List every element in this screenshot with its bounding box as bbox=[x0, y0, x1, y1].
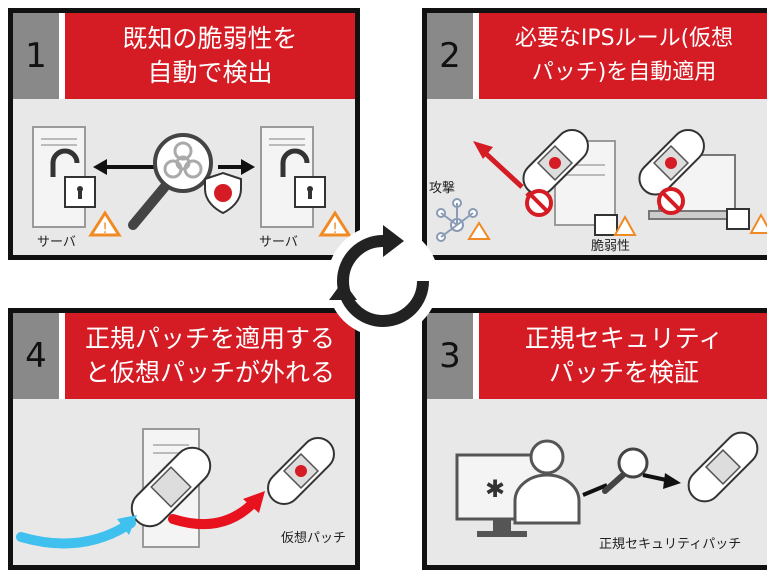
lock-icon bbox=[726, 208, 750, 230]
bandage-icon bbox=[522, 129, 589, 196]
step-number: 1 bbox=[13, 13, 59, 99]
block-icon bbox=[657, 187, 685, 215]
warning-icon bbox=[749, 212, 767, 234]
title-line-2: 自動で検出 bbox=[147, 58, 273, 87]
panel-body: ✱ 正規セキュリティパッチ bbox=[427, 405, 767, 565]
panel-2: 2 必要なIPSルール(仮想 パッチ)を自動適用 bbox=[422, 8, 767, 260]
lock-icon bbox=[594, 214, 618, 236]
title-line-2: パッチを検証 bbox=[548, 358, 699, 387]
svg-text:✱: ✱ bbox=[485, 475, 505, 503]
bandage-icon bbox=[687, 431, 759, 503]
panel-body: ! bbox=[13, 105, 355, 255]
panel-body: 攻撃 脆弱性 bbox=[427, 105, 767, 255]
warning-icon bbox=[613, 214, 637, 236]
virtual-patch-label: 仮想パッチ bbox=[281, 531, 347, 546]
panel-header: 2 必要なIPSルール(仮想 パッチ)を自動適用 bbox=[427, 13, 767, 99]
bandage-icon bbox=[638, 129, 705, 196]
panel-title: 既知の脆弱性を 自動で検出 bbox=[65, 13, 355, 99]
server-label-left: サーバ bbox=[37, 235, 76, 250]
magnifier-icon bbox=[128, 133, 213, 230]
panel-title: 正規パッチを適用する と仮想パッチが外れる bbox=[65, 313, 355, 399]
title-line-1: 必要なIPSルール(仮想 bbox=[514, 26, 734, 51]
panel-title: 必要なIPSルール(仮想 パッチ)を自動適用 bbox=[479, 13, 767, 99]
title-line-1: 正規セキュリティ bbox=[524, 324, 724, 353]
title-line-2: と仮想パッチが外れる bbox=[84, 358, 335, 387]
step-number: 2 bbox=[427, 13, 473, 99]
biohazard-icon bbox=[163, 141, 203, 179]
panel-header: 3 正規セキュリティ パッチを検証 bbox=[427, 313, 767, 399]
step-number: 3 bbox=[427, 313, 473, 399]
warning-icon: ! bbox=[318, 210, 352, 237]
title-line-1: 正規パッチを適用する bbox=[84, 324, 335, 353]
bandage-icon bbox=[267, 437, 335, 505]
svg-text:!: ! bbox=[332, 221, 338, 237]
svg-text:!: ! bbox=[102, 221, 108, 237]
vulnerability-label: 脆弱性 bbox=[591, 239, 631, 254]
panel-header: 4 正規パッチを適用する と仮想パッチが外れる bbox=[13, 313, 355, 399]
warning-icon: ! bbox=[88, 210, 122, 237]
security-patch-label: 正規セキュリティパッチ bbox=[599, 537, 742, 552]
network-icon bbox=[436, 198, 478, 242]
user-icon bbox=[513, 439, 581, 525]
panel-4: 4 正規パッチを適用する と仮想パッチが外れる bbox=[8, 308, 360, 570]
panel-3: 3 正規セキュリティ パッチを検証 ✱ bbox=[422, 308, 767, 570]
block-icon bbox=[525, 189, 553, 217]
title-line-2: パッチ)を自動適用 bbox=[531, 60, 717, 85]
magnifier-icon bbox=[602, 447, 649, 494]
bandage-icon bbox=[130, 446, 212, 528]
title-line-1: 既知の脆弱性を bbox=[122, 24, 298, 53]
warning-icon bbox=[467, 221, 491, 240]
server-label-right: サーバ bbox=[259, 235, 298, 250]
panel-1: 1 既知の脆弱性を 自動で検出 ! bbox=[8, 8, 360, 260]
lock-icon bbox=[280, 148, 326, 208]
panel-title: 正規セキュリティ パッチを検証 bbox=[479, 313, 767, 399]
step-number: 4 bbox=[13, 313, 59, 399]
shield-icon bbox=[204, 171, 242, 215]
attack-label: 攻撃 bbox=[429, 181, 456, 196]
lock-icon bbox=[50, 148, 96, 208]
panel-body: 仮想パッチ bbox=[13, 405, 355, 565]
panel-header: 1 既知の脆弱性を 自動で検出 bbox=[13, 13, 355, 99]
